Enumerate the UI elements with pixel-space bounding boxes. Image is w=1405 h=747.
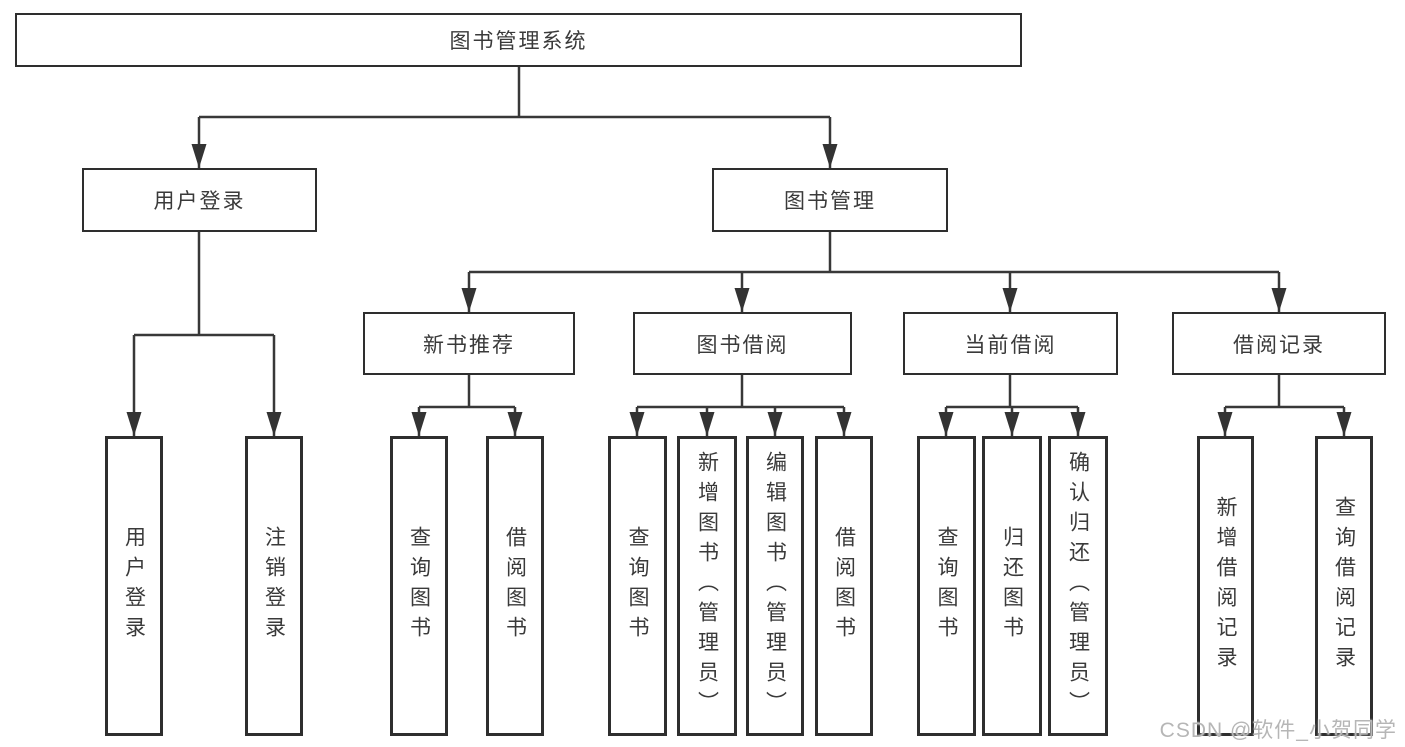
node-book-management-label: 图书管理 (784, 190, 876, 213)
node-borrowing-records: 借阅记录 (1172, 312, 1386, 375)
leaf-edit-book-admin: 编辑图书（管理员） (746, 436, 804, 736)
leaf-confirm-return-admin-label: 确认归还（管理员） (1066, 451, 1090, 721)
leaf-borrow-books-recommend-label: 借阅图书 (503, 526, 527, 646)
csdn-watermark: CSDN @软件_小贺同学 (1159, 719, 1397, 742)
leaf-add-borrow-record: 新增借阅记录 (1197, 436, 1254, 736)
leaf-query-borrow-record: 查询借阅记录 (1315, 436, 1373, 736)
leaf-confirm-return-admin: 确认归还（管理员） (1048, 436, 1108, 736)
leaf-logout-label: 注销登录 (262, 526, 286, 646)
leaf-query-books-current-label: 查询图书 (935, 526, 958, 646)
leaf-query-books-borrow-label: 查询图书 (626, 526, 649, 646)
leaf-query-books-current: 查询图书 (917, 436, 976, 736)
leaf-add-borrow-record-label: 新增借阅记录 (1214, 496, 1237, 676)
leaf-borrow-books-borrow: 借阅图书 (815, 436, 873, 736)
node-user-login: 用户登录 (82, 168, 317, 232)
node-current-borrowing-label: 当前借阅 (964, 333, 1057, 357)
leaf-user-login: 用户登录 (105, 436, 163, 736)
node-book-borrowing-label: 图书借阅 (696, 333, 789, 357)
node-book-management: 图书管理 (712, 168, 948, 232)
node-root-system: 图书管理系统 (15, 13, 1022, 67)
node-borrowing-records-label: 借阅记录 (1233, 333, 1325, 357)
leaf-borrow-books-recommend: 借阅图书 (486, 436, 544, 736)
leaf-edit-book-admin-label: 编辑图书（管理员） (763, 451, 787, 721)
node-new-book-recommend-label: 新书推荐 (423, 333, 515, 357)
leaf-add-book-admin: 新增图书（管理员） (677, 436, 737, 736)
leaf-query-books-borrow: 查询图书 (608, 436, 667, 736)
leaf-user-login-label: 用户登录 (122, 526, 146, 646)
node-new-book-recommend: 新书推荐 (363, 312, 575, 375)
leaf-borrow-books-borrow-label: 借阅图书 (832, 526, 856, 646)
node-current-borrowing: 当前借阅 (903, 312, 1118, 375)
leaf-query-books-recommend-label: 查询图书 (407, 526, 431, 646)
node-book-borrowing: 图书借阅 (633, 312, 852, 375)
leaf-return-books-label: 归还图书 (1000, 526, 1024, 646)
node-root-system-label: 图书管理系统 (449, 30, 588, 53)
leaf-logout: 注销登录 (245, 436, 303, 736)
leaf-return-books: 归还图书 (982, 436, 1042, 736)
leaf-query-books-recommend: 查询图书 (390, 436, 448, 736)
leaf-add-book-admin-label: 新增图书（管理员） (695, 451, 719, 721)
node-user-login-label: 用户登录 (153, 190, 246, 213)
leaf-query-borrow-record-label: 查询借阅记录 (1332, 496, 1356, 676)
